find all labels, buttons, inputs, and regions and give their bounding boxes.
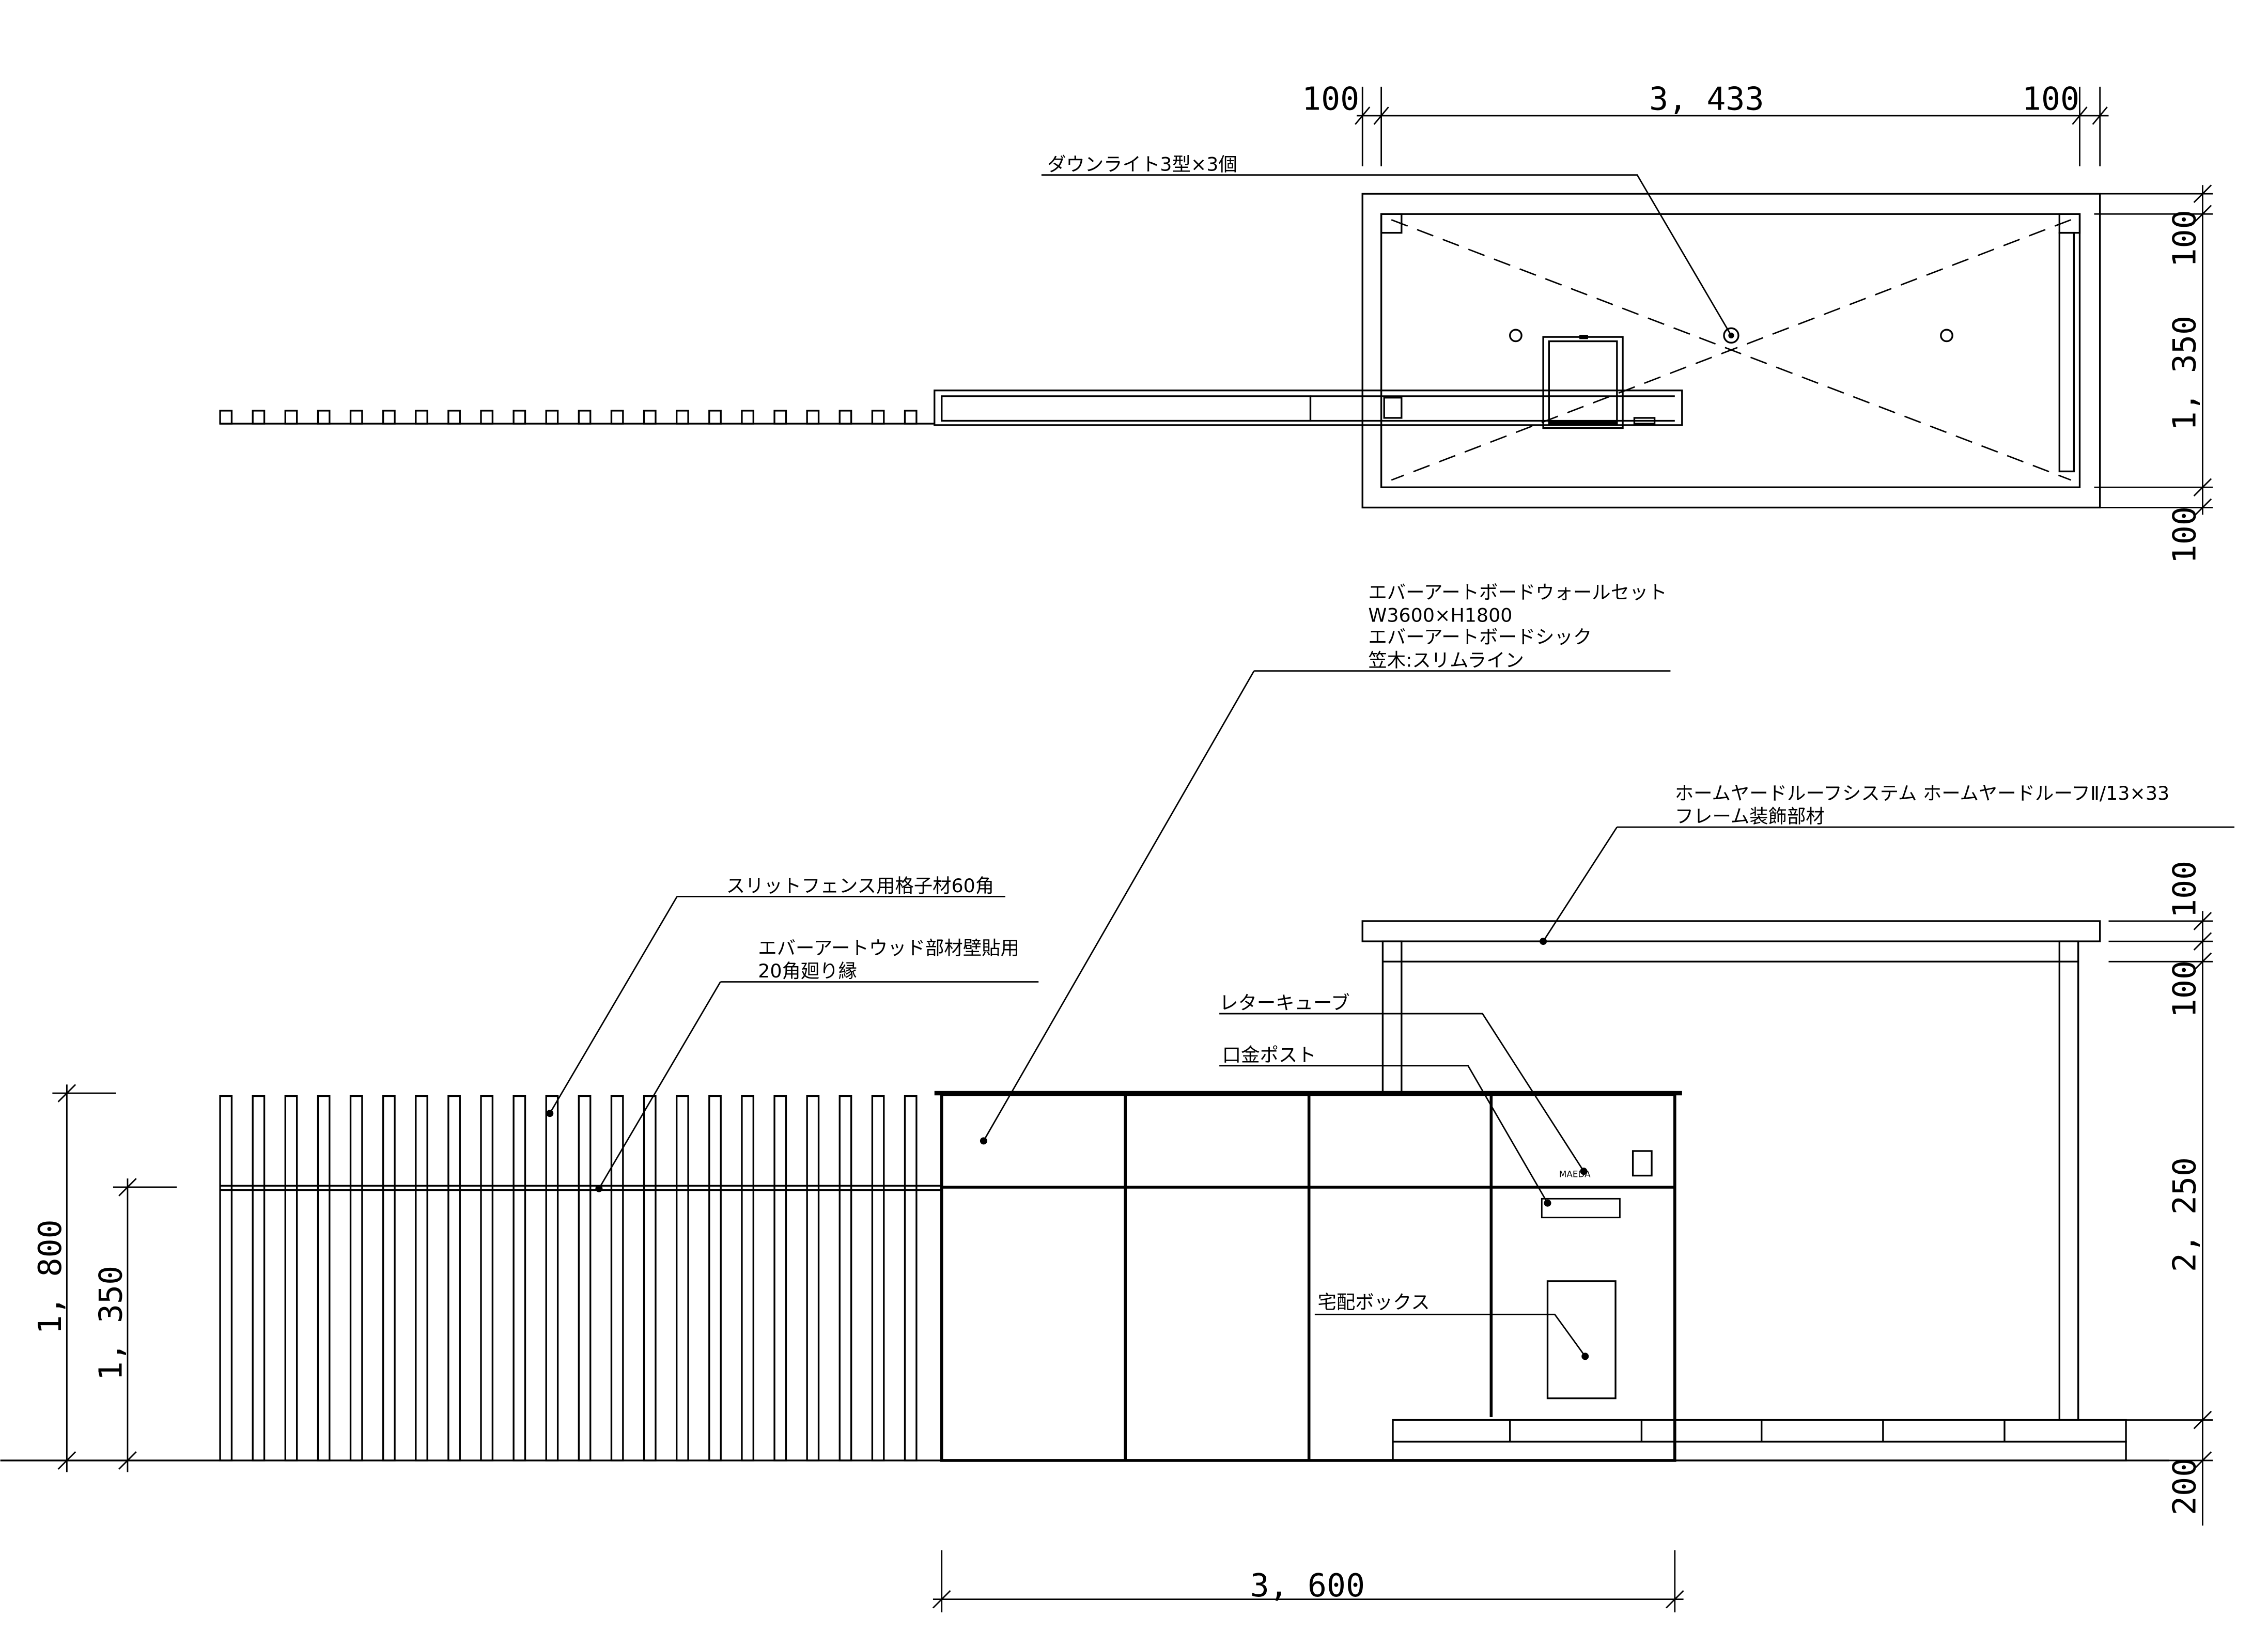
elevation-fence <box>219 1095 940 1462</box>
plan-fence-slat <box>773 410 787 425</box>
elevation-fence-slat <box>643 1095 657 1462</box>
dim-elev-left-inner: 1, 350 <box>92 1266 130 1380</box>
downlight-icon <box>1723 327 1739 344</box>
elevation-fence-slat <box>317 1095 331 1462</box>
elevation-fence-slat <box>610 1095 624 1462</box>
delivery-box <box>1546 1280 1617 1400</box>
plan-right-dimension <box>2094 184 2213 517</box>
plan-fence-slat <box>382 410 396 425</box>
plan-roof-outline <box>1361 193 2101 509</box>
plan-fence-slat <box>317 410 331 425</box>
elevation-fence-slat <box>773 1095 787 1462</box>
wall-panels <box>934 1091 1682 1462</box>
elevation-bottom-dimension <box>932 1550 1684 1612</box>
elevation-fence-slat <box>904 1095 918 1462</box>
elevation-fence-slat <box>480 1095 494 1462</box>
plan-fence-slat <box>708 410 722 425</box>
dim-plan-right-bottom: 100 <box>2166 506 2203 564</box>
base-step <box>1392 1419 2127 1462</box>
plan-fence-slat <box>284 410 298 425</box>
label-wood-member: エバーアートウッド部材壁貼用 20角廻り縁 <box>758 937 1025 982</box>
downlight-leader <box>1041 174 1732 336</box>
elevation-fence-slat <box>447 1095 461 1462</box>
plan-fence-slat <box>219 410 233 425</box>
elevation-fence-slat <box>415 1095 428 1462</box>
label-wall-set: エバーアートボードウォールセット W3600×H1800 エバーアートボードシッ… <box>1368 581 1673 672</box>
label-delivery-box: 宅配ボックス <box>1317 1291 1430 1313</box>
label-clasp-post: 口金ポスト <box>1222 1044 1316 1066</box>
elevation-fence-slat <box>545 1095 559 1462</box>
elevation-right-dimension <box>2108 911 2213 1526</box>
dim-plan-top-middle: 3, 433 <box>1649 81 1764 118</box>
plan-fence-slat <box>545 410 559 425</box>
plan-fence-slat <box>610 410 624 425</box>
label-downlight: ダウンライト3型×3個 <box>1047 153 1237 175</box>
plan-delivery-box <box>1542 334 1624 429</box>
dim-plan-right-top: 100 <box>2166 210 2203 267</box>
plan-fence <box>219 410 935 425</box>
plan-fence-slat <box>447 410 461 425</box>
leader-dots <box>546 938 1589 1360</box>
elevation-fence-slat <box>578 1095 592 1462</box>
plan-fence-slat <box>806 410 820 425</box>
plan-fence-slat <box>904 410 918 425</box>
dim-elev-bottom-3600: 3, 600 <box>1250 1567 1365 1604</box>
plan-fence-slat <box>676 410 689 425</box>
plan-fence-slat <box>512 410 526 425</box>
plan-fence-slat <box>578 410 592 425</box>
dim-elev-right-100b: 100 <box>2166 960 2203 1018</box>
elevation-fence-slat <box>741 1095 754 1462</box>
plan-view: 100 3, 433 100 100 1, 350 100 <box>219 81 2213 564</box>
plan-fence-slat <box>349 410 363 425</box>
plan-fence-slat <box>871 410 885 425</box>
downlight-icon <box>1940 329 1953 343</box>
letter-cube <box>1632 1150 1653 1177</box>
elevation-fence-slat <box>512 1095 526 1462</box>
elevation-fence-slat <box>349 1095 363 1462</box>
dim-elev-right-2250: 2, 250 <box>2166 1157 2203 1272</box>
dim-elev-right-100a: 100 <box>2166 861 2203 918</box>
dim-plan-right-middle: 1, 350 <box>2166 316 2203 430</box>
label-roof: ホームヤードルーフシステム ホームヤードルーフⅡ/13×33 フレーム装飾部材 <box>1675 782 2176 828</box>
roof-structure <box>1361 920 2101 1421</box>
elevation-fence-slat <box>252 1095 266 1462</box>
leader-lines <box>549 670 2234 1357</box>
elevation-fence-slat <box>382 1095 396 1462</box>
elevation-fence-slat <box>219 1095 233 1462</box>
plan-fence-slat <box>741 410 754 425</box>
dim-plan-top-right: 100 <box>2022 81 2079 118</box>
elevation-fence-slat <box>708 1095 722 1462</box>
plan-wall <box>934 390 1683 426</box>
plan-fence-slat <box>480 410 494 425</box>
clasp-post <box>1541 1198 1621 1219</box>
elevation-fence-slat <box>284 1095 298 1462</box>
elevation-fence-slat <box>871 1095 885 1462</box>
elevation-left-dimension <box>52 1084 177 1472</box>
plan-top-dimension <box>1355 86 2109 166</box>
elevation-fence-slat <box>838 1095 852 1462</box>
label-slit-fence: スリットフェンス用格子材60角 <box>726 875 994 897</box>
plan-fence-slat <box>415 410 428 425</box>
plan-fence-slat <box>252 410 266 425</box>
label-letter-cube: レターキューブ <box>1219 992 1349 1014</box>
dim-elev-right-200: 200 <box>2166 1458 2203 1515</box>
elevation-view: MAEDA エバーアートボードウォールセッ <box>0 581 2234 1612</box>
plan-roof-diagonals <box>1391 219 2072 481</box>
plan-fence-slat <box>838 410 852 425</box>
dim-elev-left-outer: 1, 800 <box>32 1219 69 1334</box>
downlight-icon <box>1509 329 1523 343</box>
elevation-fence-slat <box>676 1095 689 1462</box>
elevation-fence-slat <box>806 1095 820 1462</box>
dim-plan-top-left: 100 <box>1302 81 1359 118</box>
plan-fence-slat <box>643 410 657 425</box>
